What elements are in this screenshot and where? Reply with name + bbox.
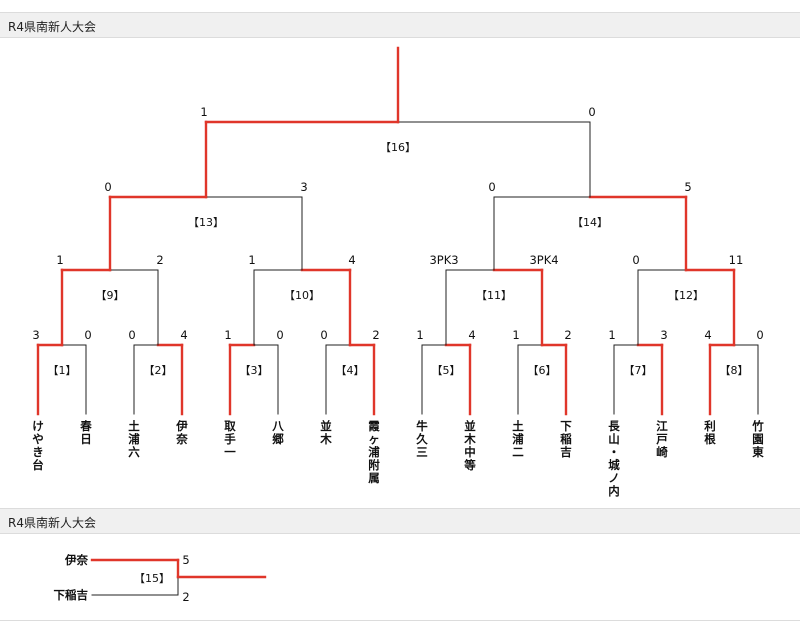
match-4-score-right: 2 (372, 328, 379, 342)
match-13-label: 【13】 (188, 216, 224, 229)
match-3-score-right: 0 (276, 328, 283, 342)
match-9-score-right: 2 (156, 253, 163, 267)
match-16-score-right: 0 (588, 105, 595, 119)
match-1-score-left: 3 (32, 328, 39, 342)
team-name: 春日 (80, 419, 92, 446)
match-13-score-left: 0 (104, 180, 111, 194)
team-name: 霞ヶ浦附属 (368, 419, 380, 485)
match-14-score-left: 0 (488, 180, 495, 194)
match-11-score-left: 3PK3 (429, 253, 458, 267)
bracket-header-2: R4県南新人大会 (0, 508, 800, 534)
match-16-label: 【16】 (380, 141, 416, 154)
team-name: 並木中等 (463, 419, 476, 472)
team-name: 土浦六 (128, 419, 140, 459)
match-10-label: 【10】 (284, 289, 320, 302)
match-14-label: 【14】 (572, 216, 608, 229)
match-4-label: 【4】 (336, 364, 365, 377)
match-9-score-left: 1 (56, 253, 63, 267)
match-6-score-left: 1 (512, 328, 519, 342)
match-14-score-right: 5 (684, 180, 691, 194)
bracket-title-1: R4県南新人大会 (8, 20, 96, 34)
match-5-score-left: 1 (416, 328, 423, 342)
team-name: 取手一 (224, 419, 236, 459)
match-15-label: 【15】 (134, 572, 170, 585)
match-7-score-left: 1 (608, 328, 615, 342)
team-name: 牛久三 (415, 419, 428, 459)
match-6-score-right: 2 (564, 328, 571, 342)
match-10-score-left: 1 (248, 253, 255, 267)
match-8-score-right: 0 (756, 328, 763, 342)
team-name: 長山・城ノ内 (608, 419, 620, 498)
team-name: 利根 (703, 419, 716, 446)
match-7-label: 【7】 (624, 364, 653, 377)
team-name: 竹園東 (751, 419, 764, 459)
match-8-score-left: 4 (704, 328, 711, 342)
match-5-score-right: 4 (468, 328, 475, 342)
match-5-label: 【5】 (432, 364, 461, 377)
match-9-label: 【9】 (96, 289, 125, 302)
team-name: 土浦二 (512, 419, 524, 459)
team-name: 並木 (319, 419, 332, 446)
match-2-score-right: 4 (180, 328, 187, 342)
match-12-label: 【12】 (668, 289, 704, 302)
match-12-score-right: 11 (729, 253, 744, 267)
bracket-header-1: R4県南新人大会 (0, 12, 800, 38)
team-name: けやき台 (32, 419, 44, 472)
match-10-score-right: 4 (348, 253, 355, 267)
match-15-team-bottom: 下稲吉 (54, 588, 89, 602)
match-15-score-bottom: 2 (182, 590, 189, 604)
match-2-label: 【2】 (144, 364, 173, 377)
match-4-score-left: 0 (320, 328, 327, 342)
match-7-score-right: 3 (660, 328, 667, 342)
match-11-label: 【11】 (476, 289, 512, 302)
match-1-score-right: 0 (84, 328, 91, 342)
team-name: 伊奈 (175, 419, 188, 446)
match-11-score-right: 3PK4 (529, 253, 558, 267)
team-name: 八郷 (271, 419, 284, 446)
match-8-label: 【8】 (720, 364, 749, 377)
match-2-score-left: 0 (128, 328, 135, 342)
match-13-score-right: 3 (300, 180, 307, 194)
bracket-title-2: R4県南新人大会 (8, 516, 96, 530)
match-6-label: 【6】 (528, 364, 557, 377)
match-12-score-left: 0 (632, 253, 639, 267)
match-16-score-left: 1 (200, 105, 207, 119)
match-3-score-left: 1 (224, 328, 231, 342)
match-15-team-top: 伊奈 (64, 553, 88, 567)
team-name: 下稲吉 (560, 419, 572, 459)
team-name: 江戸崎 (656, 419, 668, 459)
bottom-divider (0, 620, 800, 621)
match-15-score-top: 5 (182, 553, 189, 567)
match-3-label: 【3】 (240, 364, 269, 377)
match-1-label: 【1】 (48, 364, 77, 377)
